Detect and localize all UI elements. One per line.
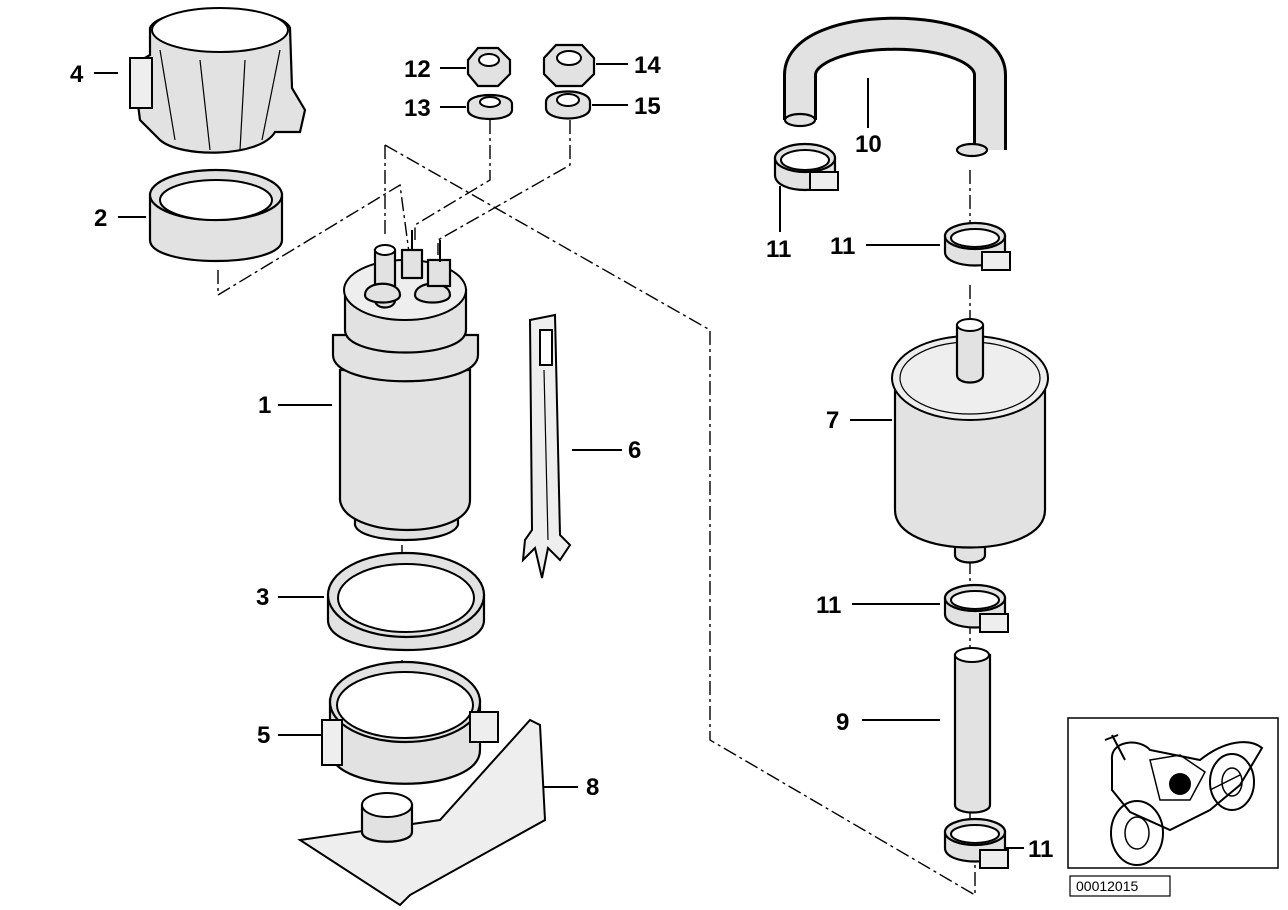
part-8-mounting-bracket <box>297 718 547 907</box>
callout-14: 14 <box>634 52 661 79</box>
callout-9: 9 <box>836 709 849 736</box>
callout-12: 12 <box>404 56 431 83</box>
part-9-hose-section <box>953 647 992 814</box>
part-5-retaining-ring <box>321 660 499 785</box>
part-11-hose-clamp-top-left <box>773 142 839 192</box>
callout-15: 15 <box>634 93 661 120</box>
part-6-holding-strap <box>521 313 572 579</box>
callout-5: 5 <box>257 722 270 749</box>
motorcycle-icon <box>1104 734 1264 866</box>
part-10-fuel-hose <box>783 16 1007 158</box>
document-number: 00012015 <box>1076 878 1139 894</box>
callout-11-top-right: 11 <box>830 233 855 260</box>
part-11-hose-clamp-middle <box>943 583 1009 633</box>
callout-4: 4 <box>70 61 84 88</box>
part-15-washer <box>544 90 592 120</box>
callout-3: 3 <box>256 584 269 611</box>
motorcycle-location-thumbnail <box>1067 717 1279 869</box>
part-11-hose-clamp-bottom <box>943 817 1009 869</box>
part-14-hex-nut <box>542 43 596 88</box>
callout-11-top-left: 11 <box>766 236 791 263</box>
callout-2: 2 <box>94 205 107 232</box>
part-3-seal-ring <box>326 551 486 652</box>
callout-7: 7 <box>826 407 839 434</box>
document-number-box: 00012015 <box>1069 875 1171 897</box>
callout-leader-lines <box>94 63 1024 849</box>
part-4-pump-holder-cap <box>129 7 307 154</box>
location-dot-icon <box>1169 773 1191 795</box>
callout-6: 6 <box>628 437 641 464</box>
callout-10: 10 <box>855 131 882 158</box>
part-2-seal-ring <box>148 168 284 263</box>
part-7-fuel-filter <box>891 318 1049 564</box>
callout-13: 13 <box>404 95 431 122</box>
part-11-hose-clamp-top-right <box>943 221 1011 271</box>
callout-8: 8 <box>586 774 599 801</box>
callout-numbers: 4 2 1 3 5 6 8 12 13 14 15 10 11 11 7 11 … <box>70 52 1053 863</box>
part-1-fuel-pump <box>331 230 480 542</box>
callout-11-middle: 11 <box>816 592 841 619</box>
part-13-washer <box>466 94 514 120</box>
part-12-hex-nut <box>466 46 512 88</box>
callout-1: 1 <box>258 392 271 419</box>
callout-11-bottom: 11 <box>1028 836 1053 863</box>
